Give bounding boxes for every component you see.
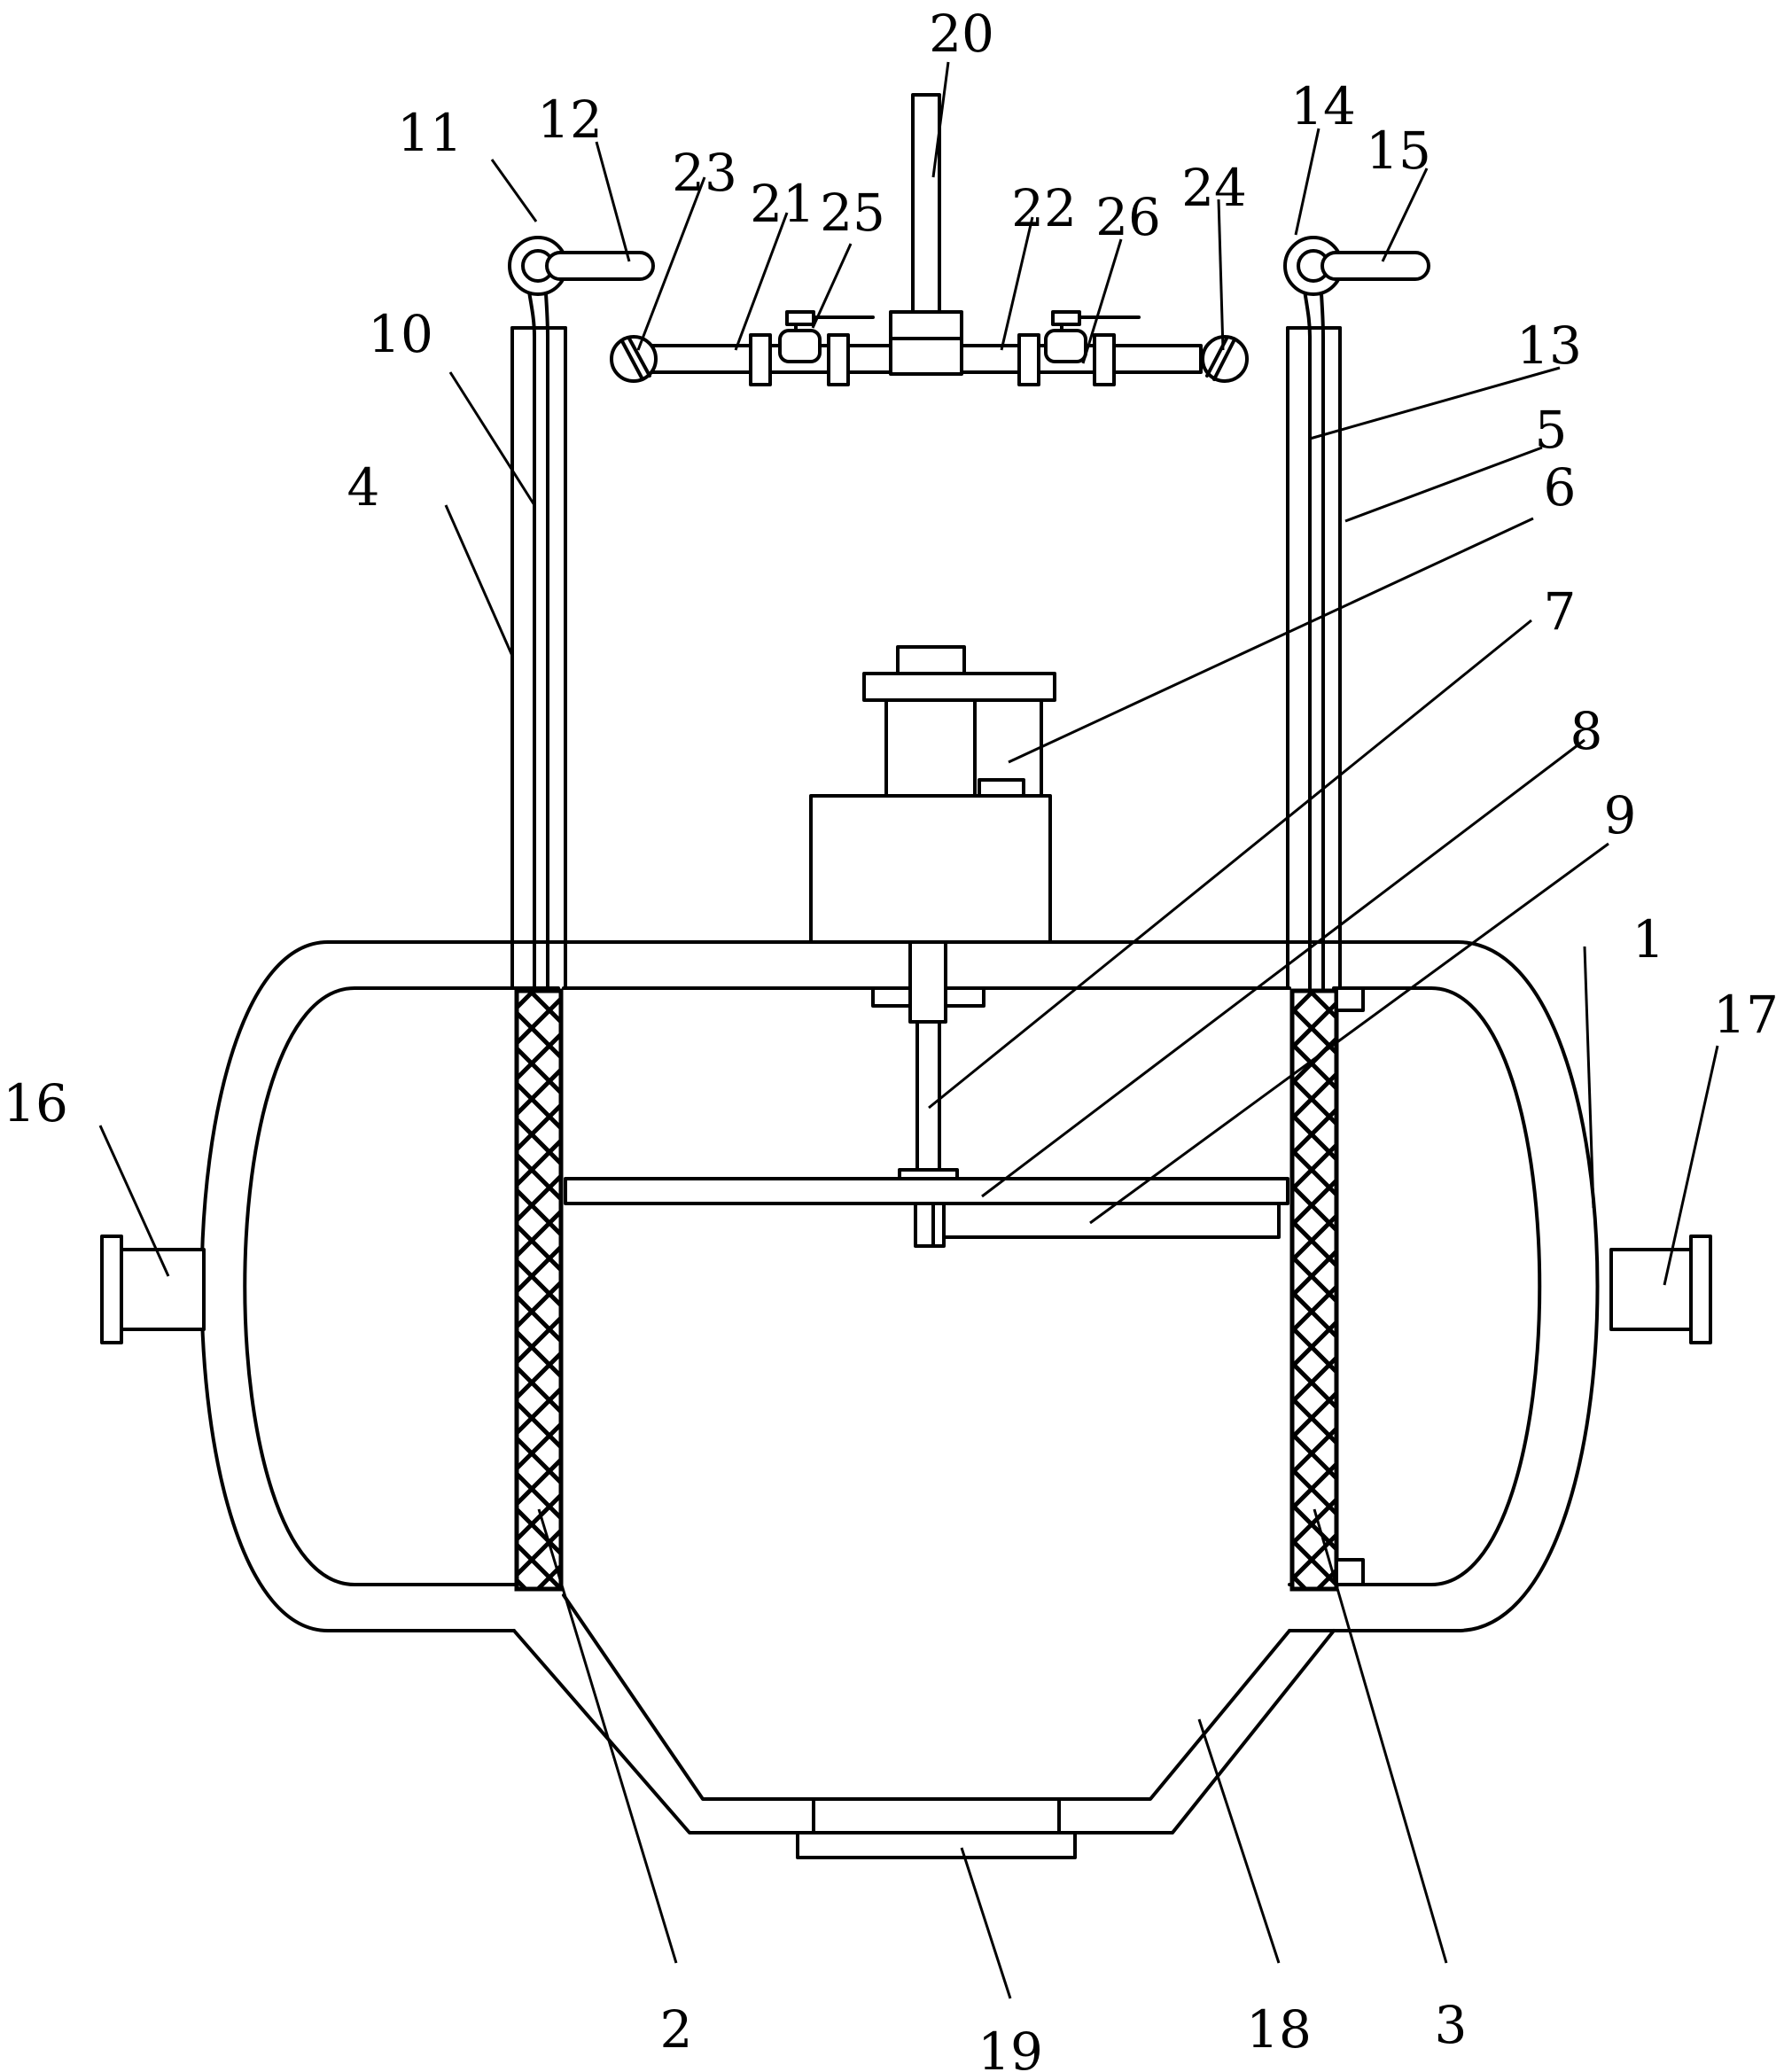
leader-lines: [98, 61, 1719, 1999]
bottom-cone: [512, 1593, 1336, 1834]
label-1: 1: [1632, 909, 1665, 970]
label-8: 8: [1570, 701, 1603, 761]
right-guide-rail: [1286, 326, 1342, 990]
label-11: 11: [397, 103, 463, 163]
right-spray-nozzle: [1201, 335, 1249, 383]
right-nozzle: [1609, 1235, 1712, 1344]
left-guide-rail: [510, 326, 567, 990]
label-20: 20: [929, 4, 994, 64]
discharge-outlet: [796, 1797, 1077, 1859]
stirring-shaft: [871, 940, 985, 1180]
label-25: 25: [820, 183, 885, 243]
motor-assembly: [809, 645, 1056, 944]
label-26: 26: [1095, 187, 1161, 247]
cross-beam: [564, 1177, 1289, 1205]
right-winch: [1283, 236, 1430, 296]
left-spray-nozzle: [610, 335, 658, 383]
left-cable-inner: [543, 264, 549, 990]
right-support-block: [1335, 986, 1365, 1012]
left-winch: [508, 236, 655, 296]
left-nozzle: [100, 1235, 206, 1344]
label-13: 13: [1516, 315, 1582, 376]
right-support-block-lower: [1335, 1558, 1365, 1586]
label-21: 21: [750, 174, 815, 234]
left-cable: [523, 255, 536, 990]
label-23: 23: [672, 143, 737, 203]
label-19: 19: [978, 2021, 1043, 2072]
label-12: 12: [537, 90, 603, 150]
label-15: 15: [1366, 121, 1431, 181]
right-cable-inner: [1319, 264, 1325, 990]
label-24: 24: [1181, 158, 1247, 218]
label-10: 10: [368, 304, 433, 364]
label-3: 3: [1435, 1995, 1468, 2055]
spray-pipe-system: [636, 93, 1203, 386]
label-2: 2: [660, 1999, 693, 2060]
label-14: 14: [1290, 76, 1356, 136]
label-22: 22: [1011, 178, 1077, 238]
label-9: 9: [1604, 785, 1637, 845]
right-filter-screen: [1289, 988, 1339, 1592]
left-filter-screen: [514, 988, 564, 1592]
label-16: 16: [3, 1073, 68, 1133]
label-7: 7: [1544, 581, 1577, 642]
part-labels: 1 2 3 4 5 6 7 8 9 10 11 12 13 14 15 16 1…: [3, 4, 1779, 2072]
label-5: 5: [1535, 400, 1568, 460]
label-6: 6: [1544, 457, 1577, 518]
label-17: 17: [1713, 985, 1779, 1045]
scraper-blade: [914, 1202, 1281, 1248]
vessel-jacket: [199, 940, 1600, 1632]
label-18: 18: [1246, 1999, 1312, 2060]
label-4: 4: [347, 457, 380, 518]
